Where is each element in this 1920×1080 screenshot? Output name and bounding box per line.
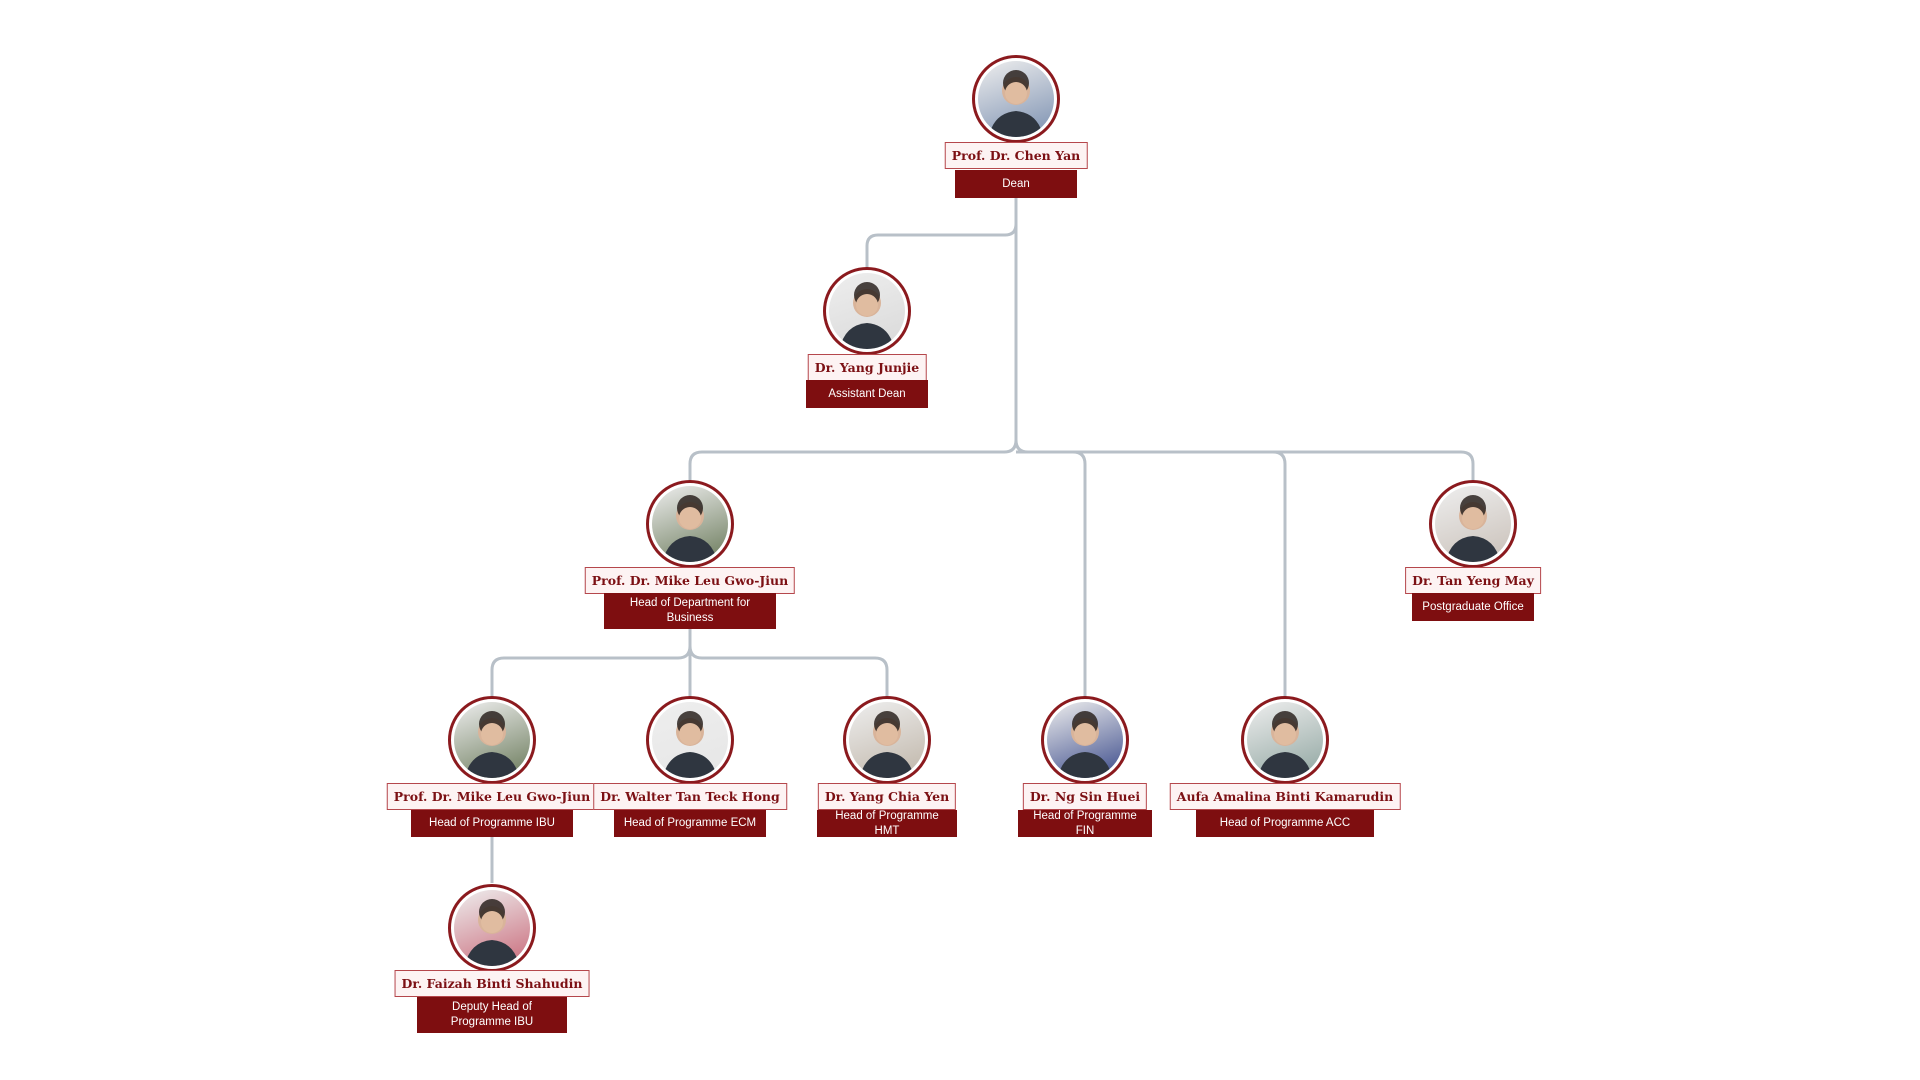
- person-icon: [1257, 711, 1313, 778]
- person-title: Head of Department for Business: [604, 593, 776, 629]
- person-name: Dr. Ng Sin Huei: [1022, 783, 1148, 810]
- avatar: [448, 696, 536, 784]
- avatar: [646, 480, 734, 568]
- person-name: Prof. Dr. Mike Leu Gwo-Jiun: [386, 783, 598, 810]
- person-icon: [662, 711, 718, 778]
- person-title: Head of Programme FIN: [1018, 810, 1152, 837]
- avatar: [448, 884, 536, 972]
- person-title: Deputy Head of Programme IBU: [417, 997, 567, 1033]
- avatar: [1429, 480, 1517, 568]
- avatar: [823, 267, 911, 355]
- person-name: Dr. Yang Junjie: [807, 354, 927, 381]
- person-title: Assistant Dean: [806, 380, 928, 408]
- person-title: Head of Programme IBU: [411, 810, 573, 837]
- person-name: Prof. Dr. Mike Leu Gwo-Jiun: [584, 567, 796, 594]
- person-icon: [988, 70, 1044, 137]
- person-icon: [1445, 495, 1501, 562]
- person-title: Head of Programme ACC: [1196, 810, 1374, 837]
- person-name: Dr. Faizah Binti Shahudin: [394, 970, 590, 997]
- person-name: Dr. Walter Tan Teck Hong: [593, 783, 787, 810]
- person-title: Head of Programme ECM: [614, 810, 766, 837]
- avatar: [646, 696, 734, 784]
- person-title: Postgraduate Office: [1412, 593, 1534, 621]
- avatar: [972, 55, 1060, 143]
- person-title: Head of Programme HMT: [817, 810, 957, 837]
- person-icon: [839, 282, 895, 349]
- avatar: [1041, 696, 1129, 784]
- person-icon: [859, 711, 915, 778]
- person-icon: [662, 495, 718, 562]
- person-icon: [1057, 711, 1113, 778]
- avatar: [1241, 696, 1329, 784]
- person-name: Dr. Yang Chia Yen: [817, 783, 957, 810]
- person-name: Dr. Tan Yeng May: [1405, 567, 1541, 594]
- person-name: Prof. Dr. Chen Yan: [944, 142, 1088, 169]
- person-icon: [464, 711, 520, 778]
- person-title: Dean: [955, 170, 1077, 198]
- person-icon: [464, 899, 520, 966]
- avatar: [843, 696, 931, 784]
- person-name: Aufa Amalina Binti Kamarudin: [1169, 783, 1401, 810]
